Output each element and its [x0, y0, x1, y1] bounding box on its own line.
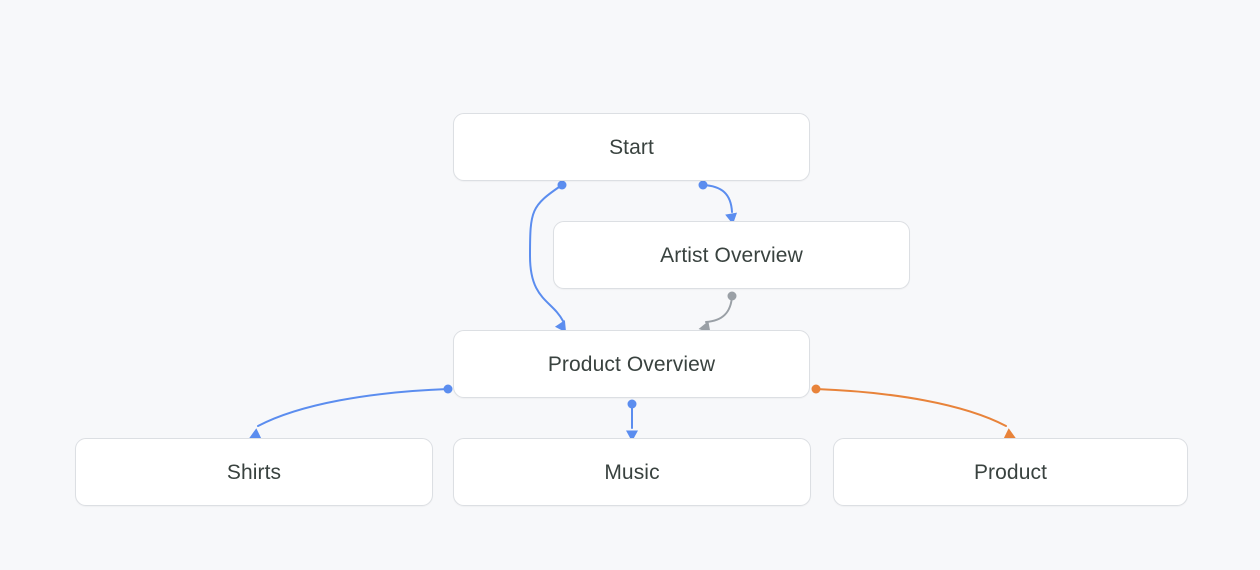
edge-product-overview-to-product[interactable] — [811, 384, 1019, 444]
node-label-product-overview: Product Overview — [547, 352, 716, 376]
edge-source-handle[interactable] — [443, 384, 453, 394]
edge-start-to-artist-overview[interactable] — [698, 180, 739, 226]
edge-product-overview-to-shirts[interactable] — [246, 384, 453, 444]
node-product-overview[interactable]: Product Overview — [453, 330, 810, 398]
edge-source-handle[interactable] — [811, 384, 821, 394]
node-start[interactable]: Start — [453, 113, 810, 181]
edge-source-handle[interactable] — [727, 291, 737, 301]
node-product[interactable]: Product — [833, 438, 1188, 506]
node-shirts[interactable]: Shirts — [75, 438, 433, 506]
edge-source-handle[interactable] — [557, 180, 567, 190]
node-label-shirts: Shirts — [226, 460, 282, 484]
edge-path — [702, 184, 733, 213]
node-label-music: Music — [604, 460, 660, 484]
node-artist-overview[interactable]: Artist Overview — [553, 221, 910, 289]
edge-path — [815, 388, 1007, 427]
node-label-artist-overview: Artist Overview — [660, 243, 803, 267]
edge-source-handle[interactable] — [698, 180, 708, 190]
edge-path — [705, 295, 733, 323]
edge-artist-overview-to-product-overview[interactable] — [698, 291, 737, 335]
node-label-start: Start — [609, 135, 654, 159]
edge-source-handle[interactable] — [627, 399, 637, 409]
node-music[interactable]: Music — [453, 438, 811, 506]
edge-path — [257, 388, 449, 427]
edge-product-overview-to-music[interactable] — [626, 399, 638, 442]
node-label-product: Product — [973, 460, 1048, 484]
